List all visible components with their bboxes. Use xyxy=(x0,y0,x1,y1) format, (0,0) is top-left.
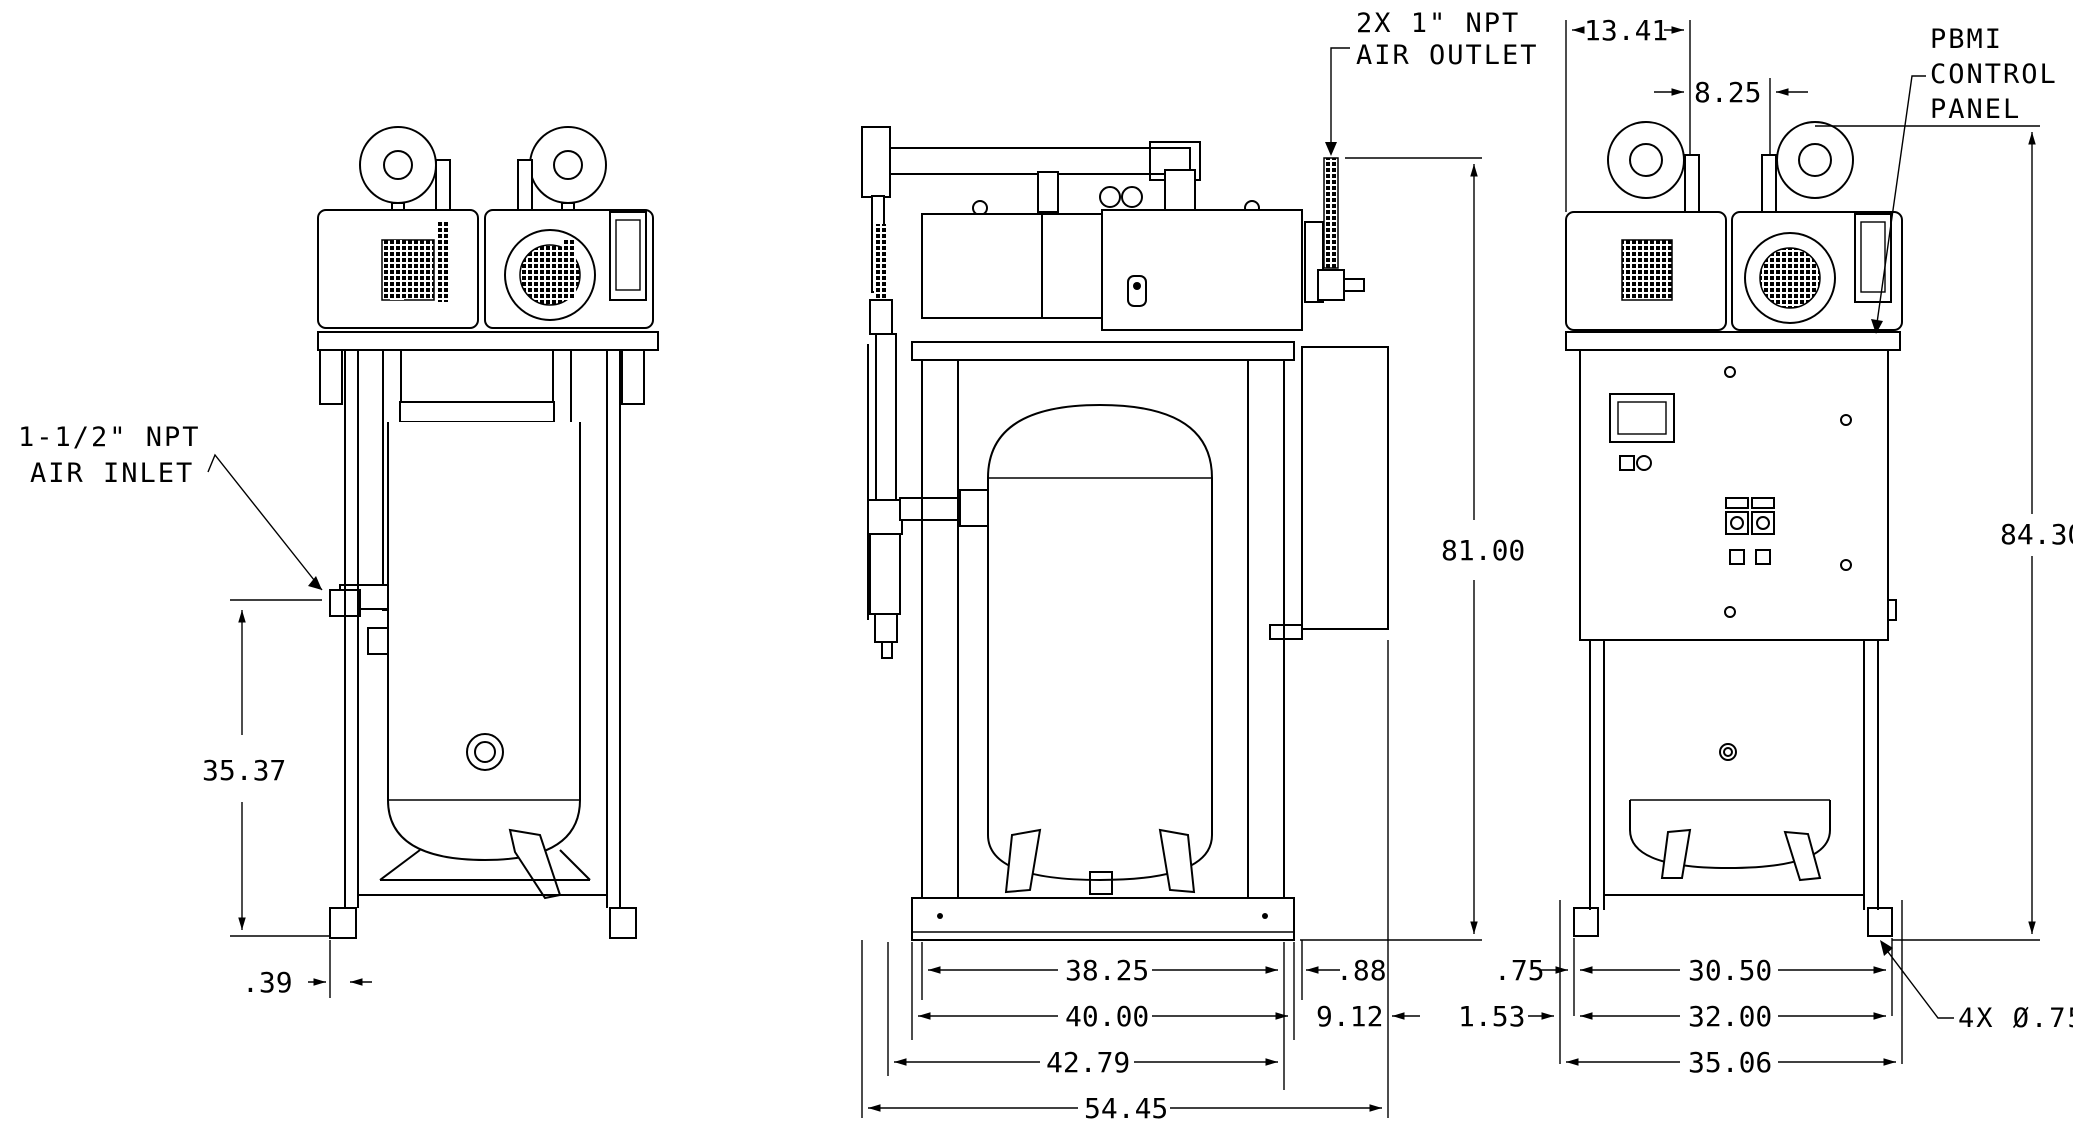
dim-front-d1: 38.25 xyxy=(1065,954,1149,987)
dim-right-d3: 35.06 xyxy=(1688,1046,1772,1079)
dim-right-d2: 32.00 xyxy=(1688,1000,1772,1033)
dim-right-top1: 13.41 xyxy=(1584,14,1668,47)
dim-right-height: 84.30 xyxy=(2000,518,2073,551)
dim-front-side2: 9.12 xyxy=(1316,1000,1383,1033)
air-inlet-label-1: 1-1/2" NPT xyxy=(18,422,201,453)
dim-left-offset: .39 xyxy=(242,966,293,999)
dim-front-side1: .88 xyxy=(1336,954,1387,987)
left-side-view xyxy=(317,126,659,939)
panel-label-3: PANEL xyxy=(1930,94,2021,125)
labels: 1-1/2" NPT AIR INLET 2X 1" NPT AIR OUTLE… xyxy=(18,8,2073,1034)
dim-right-top2: 8.25 xyxy=(1694,76,1761,109)
air-outlet-label-1: 2X 1" NPT xyxy=(1356,8,1520,39)
dim-left-height: 35.37 xyxy=(202,754,286,787)
dim-front-d2: 40.00 xyxy=(1065,1000,1149,1033)
panel-label-1: PBMI xyxy=(1930,24,2003,55)
right-side-view xyxy=(1565,121,1903,937)
dim-front-height: 81.00 xyxy=(1441,534,1525,567)
panel-label-2: CONTROL xyxy=(1930,59,2058,90)
front-view xyxy=(861,126,1389,941)
air-outlet-label-2: AIR OUTLET xyxy=(1356,40,1539,71)
dimensions: 35.37 .39 81.00 38.25 40.00 42.79 54.45 xyxy=(202,14,2073,1123)
dim-front-d3: 42.79 xyxy=(1046,1046,1130,1079)
holes-label: 4X Ø.75 xyxy=(1958,1003,2073,1034)
dim-front-d4: 54.45 xyxy=(1084,1092,1168,1123)
dim-right-side2: 1.53 xyxy=(1458,1000,1525,1033)
air-inlet-label-2: AIR INLET xyxy=(30,458,194,489)
dim-right-d1: 30.50 xyxy=(1688,954,1772,987)
dim-right-side1: .75 xyxy=(1494,954,1545,987)
